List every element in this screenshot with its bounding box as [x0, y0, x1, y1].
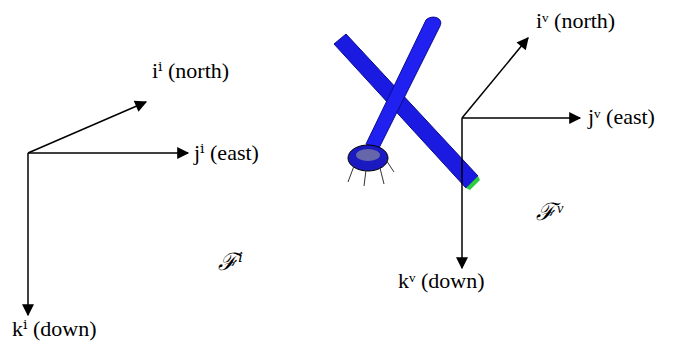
inertial-axes: [28, 102, 188, 315]
frame-label: ℱⁱ: [218, 250, 243, 274]
vehicle-axes: [462, 38, 580, 268]
axis-label: jᵛ (east): [588, 106, 655, 128]
axis-label: kᵛ (down): [398, 270, 485, 292]
axis-label: kⁱ (down): [12, 318, 96, 340]
axis-label: iᵛ (north): [536, 10, 615, 32]
frame-label: ℱᵛ: [536, 200, 563, 224]
axis-label: jⁱ (east): [194, 142, 259, 164]
aircraft: [334, 17, 480, 190]
axis-label: iⁱ (north): [152, 60, 229, 82]
